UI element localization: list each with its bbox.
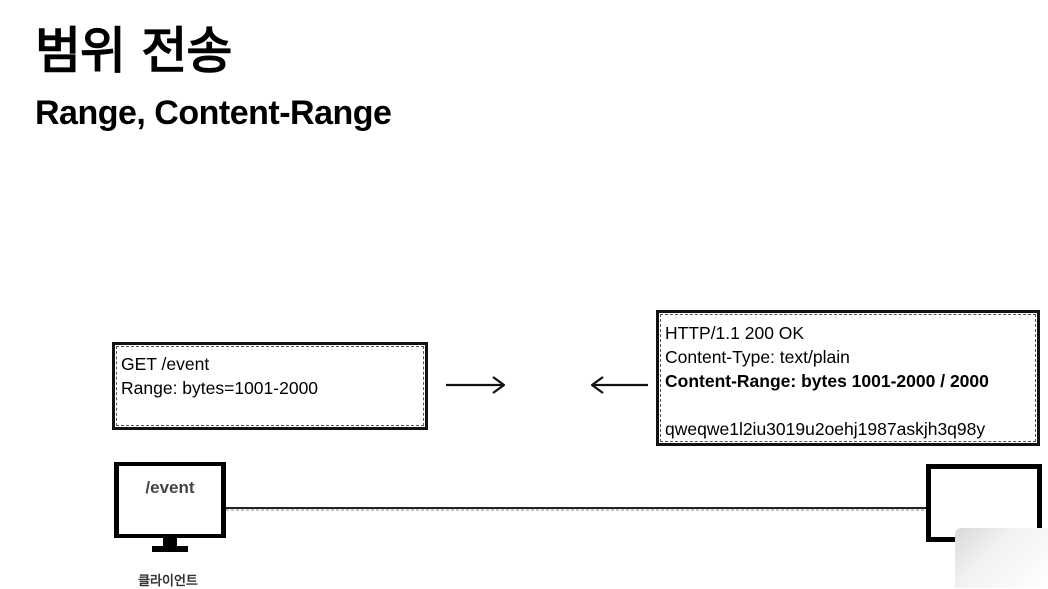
monitor-stand — [152, 546, 188, 552]
status-line: HTTP/1.1 200 OK — [665, 323, 805, 343]
request-line: GET /event — [121, 354, 210, 374]
client-monitor: /event — [114, 462, 226, 554]
request-message-box: GET /event Range: bytes=1001-2000 — [112, 342, 428, 430]
content-type-header: Content-Type: text/plain — [665, 347, 850, 367]
range-header: Range: bytes=1001-2000 — [121, 378, 319, 398]
response-body: qweqwe1l2iu3019u2oehj1987askjh3q98y — [665, 419, 986, 439]
arrow-left-icon — [590, 376, 648, 394]
connection-line — [226, 507, 930, 511]
server-monitor — [926, 464, 1042, 544]
slide-subtitle: Range, Content-Range — [35, 94, 392, 132]
content-range-header: Content-Range: bytes 1001-2000 / 2000 — [665, 371, 989, 391]
blank-line — [665, 393, 1037, 417]
client-screen-url: /event — [145, 478, 195, 497]
monitor-neck — [163, 538, 177, 546]
corner-shadow — [955, 528, 1048, 588]
client-label: 클라이언트 — [138, 574, 198, 589]
arrow-right-icon — [446, 376, 506, 394]
slide-title: 범위 전송 — [35, 22, 232, 80]
monitor-icon — [926, 464, 1042, 542]
response-message-box: HTTP/1.1 200 OK Content-Type: text/plain… — [656, 310, 1040, 446]
monitor-icon: /event — [114, 462, 226, 538]
